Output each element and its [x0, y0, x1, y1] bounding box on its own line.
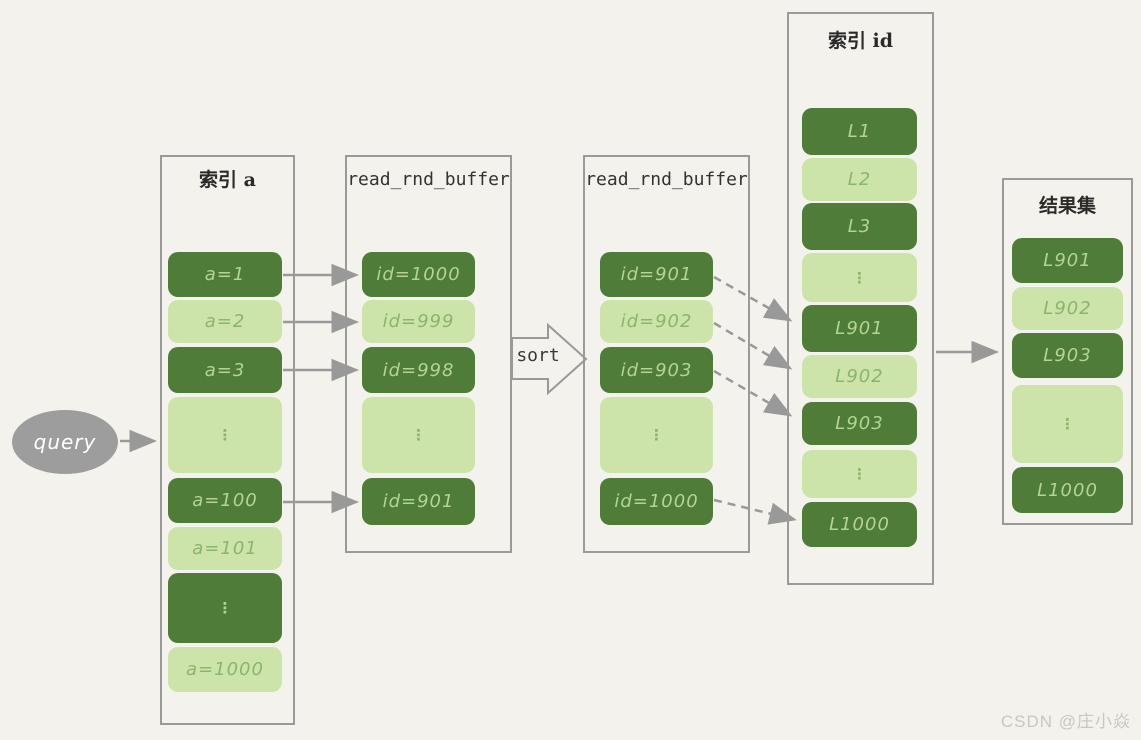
buffer-item: id=901: [600, 252, 713, 297]
buffer-item: id=902: [600, 300, 713, 343]
index-a-ellipsis: ⋮: [168, 573, 282, 643]
result-item: L1000: [1012, 467, 1123, 513]
index-id-ellipsis: ⋮: [802, 253, 917, 302]
read-rnd-buffer-sorted-title: read_rnd_buffer: [585, 169, 748, 190]
index-id-item: L1000: [802, 502, 917, 547]
result-item: L903: [1012, 333, 1123, 378]
index-a-item: a=3: [168, 347, 282, 393]
buffer-item: id=998: [362, 347, 475, 393]
index-a-item: a=100: [168, 478, 282, 523]
result-set-title: 结果集: [1038, 195, 1096, 217]
read-rnd-buffer-unsorted-column: [345, 155, 512, 553]
buffer-item: id=901: [362, 478, 475, 525]
index-id-item: L902: [802, 355, 917, 398]
buffer-ellipsis: ⋮: [362, 397, 475, 473]
index-a-item: a=101: [168, 527, 282, 570]
read-rnd-buffer-sorted-column: [583, 155, 750, 553]
index-a-item: a=1000: [168, 647, 282, 692]
index-id-item: L903: [802, 402, 917, 445]
result-set-column: [1002, 178, 1133, 525]
index-id-item: L2: [802, 158, 917, 201]
index-id-item: L1: [802, 108, 917, 155]
query-label: query: [33, 430, 97, 454]
csdn-watermark: CSDN @庄小焱: [1000, 712, 1131, 731]
index-a-item: a=1: [168, 252, 282, 297]
index-id-column: [787, 12, 934, 585]
buffer-ellipsis: ⋮: [600, 397, 713, 473]
index-id-title: 索引 id: [827, 30, 894, 52]
sort-label: sort: [516, 345, 560, 366]
index-a-item: a=2: [168, 300, 282, 343]
read-rnd-buffer-unsorted-title: read_rnd_buffer: [347, 169, 510, 190]
index-a-title: 索引 a: [199, 169, 256, 191]
index-a-column: [160, 155, 295, 725]
result-item: L902: [1012, 287, 1123, 330]
result-ellipsis: ⋮: [1012, 385, 1123, 463]
buffer-item: id=999: [362, 300, 475, 343]
buffer-item: id=1000: [600, 478, 713, 525]
query-node: query: [12, 410, 118, 474]
index-a-ellipsis: ⋮: [168, 397, 282, 473]
buffer-item: id=903: [600, 347, 713, 393]
index-id-ellipsis: ⋮: [802, 450, 917, 498]
buffer-item: id=1000: [362, 252, 475, 297]
result-item: L901: [1012, 238, 1123, 283]
index-id-item: L3: [802, 203, 917, 250]
index-id-item: L901: [802, 305, 917, 352]
